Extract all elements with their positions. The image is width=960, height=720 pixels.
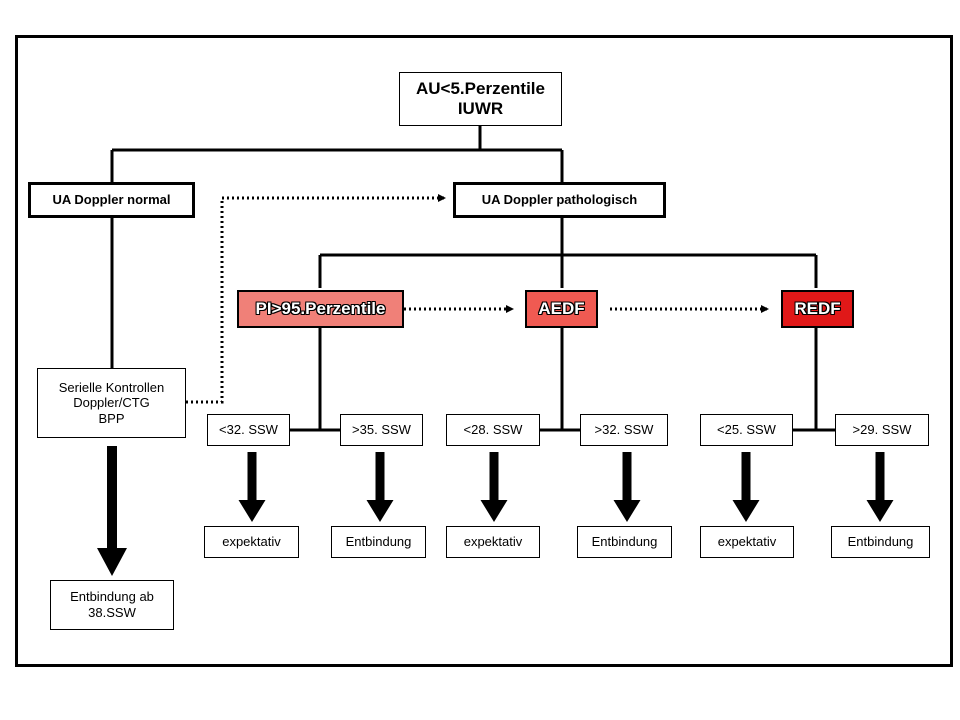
level-pi-box: PI>95.Perzentile — [237, 290, 404, 328]
root-line-2: IUWR — [457, 99, 504, 118]
outcome-expectant-3: expektativ — [700, 526, 794, 558]
delivery-38-line-1: Entbindung ab — [70, 589, 154, 605]
outcome-label: expektativ — [463, 534, 523, 550]
serial-line-1: Serielle Kontrollen — [58, 379, 165, 395]
down-arrow-4 — [480, 452, 508, 522]
week-box-redf-high: >29. SSW — [835, 414, 929, 446]
down-arrow-3 — [366, 452, 394, 522]
outcome-label: Entbindung — [345, 534, 412, 550]
outcome-delivery-3: Entbindung — [831, 526, 930, 558]
level-aedf-box: AEDF — [525, 290, 598, 328]
diagram-frame — [15, 35, 953, 667]
week-label: <28. SSW — [463, 422, 523, 438]
down-arrow-2 — [238, 452, 266, 522]
root-line-1: AU<5.Perzentile — [416, 78, 545, 98]
week-box-pi-low: <32. SSW — [207, 414, 290, 446]
week-label: <32. SSW — [219, 422, 278, 438]
week-label: >35. SSW — [352, 422, 411, 438]
down-arrow-5 — [613, 452, 641, 522]
ua-doppler-normal-label: UA Doppler normal — [52, 192, 171, 208]
level-redf-box: REDF — [781, 290, 854, 328]
week-box-pi-high: >35. SSW — [340, 414, 423, 446]
level-pi-label: PI>95.Perzentile — [255, 298, 386, 318]
ua-doppler-pathologic-box: UA Doppler pathologisch — [453, 182, 666, 218]
delivery-38-line-2: 38.SSW — [88, 605, 136, 620]
root-box: AU<5.Perzentile IUWR — [399, 72, 562, 126]
outcome-label: Entbindung — [847, 534, 914, 550]
week-label: >29. SSW — [852, 422, 912, 438]
outcome-label: Entbindung — [591, 534, 658, 550]
outcome-label: expektativ — [222, 534, 281, 550]
down-arrow-7 — [866, 452, 894, 522]
level-redf-label: REDF — [794, 298, 841, 318]
week-label: >32. SSW — [594, 422, 654, 438]
serial-line-3: BPP — [98, 410, 125, 426]
serial-controls-box: Serielle Kontrollen Doppler/CTG BPP — [37, 368, 186, 438]
week-box-aedf-high: >32. SSW — [580, 414, 668, 446]
serial-line-2: Doppler/CTG — [73, 395, 150, 411]
outcome-delivery-2: Entbindung — [577, 526, 672, 558]
week-label: <25. SSW — [717, 422, 776, 438]
level-aedf-label: AEDF — [538, 298, 585, 318]
down-arrow-6 — [732, 452, 760, 522]
outcome-label: expektativ — [717, 534, 777, 550]
outcome-expectant-1: expektativ — [204, 526, 299, 558]
delivery-38-box: Entbindung ab 38.SSW — [50, 580, 174, 630]
ua-doppler-normal-box: UA Doppler normal — [28, 182, 195, 218]
week-box-aedf-low: <28. SSW — [446, 414, 540, 446]
down-arrow-1 — [97, 446, 127, 576]
outcome-delivery-1: Entbindung — [331, 526, 426, 558]
ua-doppler-pathologic-label: UA Doppler pathologisch — [481, 192, 638, 208]
outcome-expectant-2: expektativ — [446, 526, 540, 558]
week-box-redf-low: <25. SSW — [700, 414, 793, 446]
